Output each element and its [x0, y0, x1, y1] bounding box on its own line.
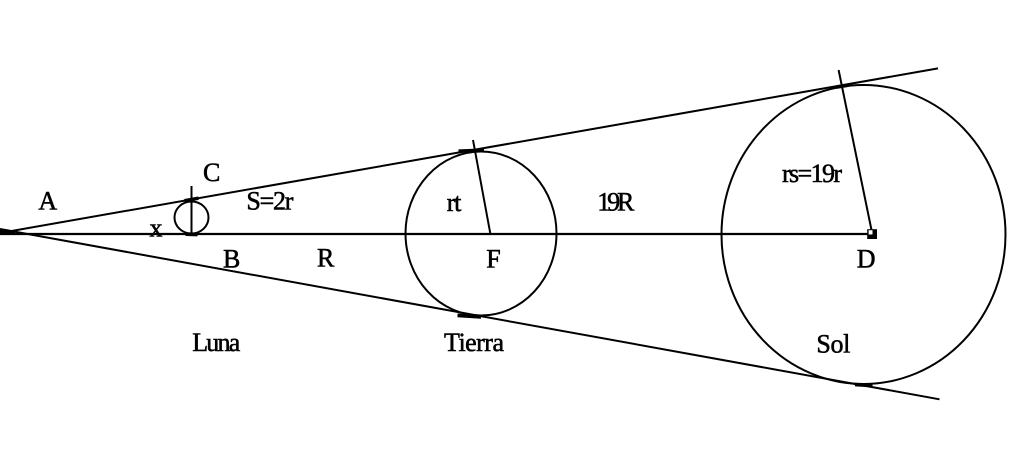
- svg-text:A: A: [38, 187, 57, 216]
- svg-text:rt: rt: [447, 188, 462, 217]
- svg-text:Tierra: Tierra: [444, 328, 504, 357]
- svg-text:B: B: [223, 244, 240, 273]
- svg-text:C: C: [203, 158, 220, 187]
- svg-text:D: D: [857, 245, 876, 274]
- svg-text:R: R: [317, 244, 335, 273]
- svg-text:19R: 19R: [597, 187, 635, 216]
- svg-text:Luna: Luna: [192, 328, 241, 357]
- svg-text:x: x: [150, 214, 163, 243]
- svg-text:S=2r: S=2r: [246, 187, 293, 216]
- svg-text:F: F: [486, 244, 500, 273]
- svg-text:rs=19r: rs=19r: [782, 159, 842, 188]
- svg-text:Sol: Sol: [816, 329, 850, 358]
